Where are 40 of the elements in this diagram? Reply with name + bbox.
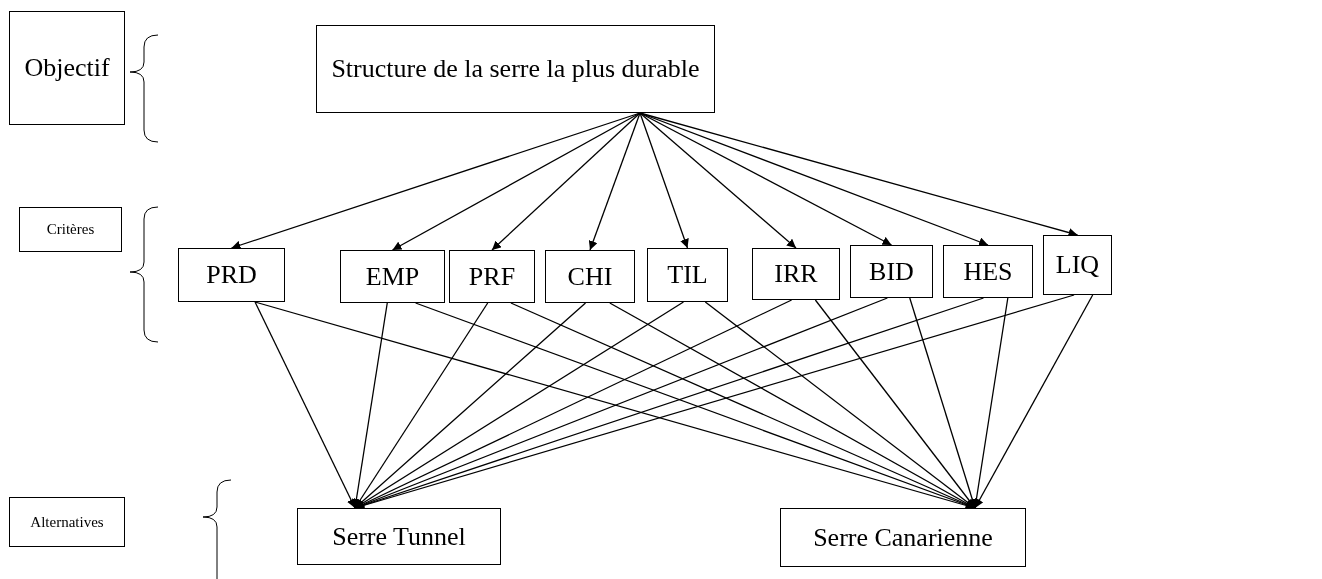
arrow	[588, 112, 641, 251]
box-label: HES	[963, 256, 1013, 287]
text-box	[850, 245, 933, 298]
arrow	[639, 112, 797, 249]
box-label: Objectif	[24, 53, 110, 83]
box-label: Critères	[46, 221, 95, 238]
box-label: BID	[869, 256, 914, 287]
box-label: LIQ	[1055, 250, 1100, 280]
box-label: PRD	[206, 260, 257, 290]
box-label: TIL	[667, 260, 708, 290]
arrow	[909, 297, 977, 509]
text-box	[19, 207, 122, 252]
text-box	[9, 497, 125, 547]
arrow	[971, 297, 1009, 509]
box-label: PRF	[468, 261, 516, 292]
text-box	[9, 11, 125, 125]
box-label: Alternatives	[30, 513, 104, 531]
text-box	[297, 508, 501, 565]
box-label: Serre Tunnel	[332, 521, 466, 552]
arrow	[639, 112, 893, 246]
box-label: IRR	[774, 259, 818, 289]
box-label: EMP	[365, 261, 420, 292]
text-box	[752, 248, 840, 300]
text-box	[545, 250, 635, 303]
text-box	[178, 248, 285, 302]
arrow	[254, 301, 356, 509]
box-label: Serre Canarienne	[813, 522, 993, 553]
box-label: Structure de la serre la plus durable	[331, 54, 700, 84]
arrow	[491, 112, 641, 251]
text-box	[316, 25, 715, 113]
text-box	[340, 250, 445, 303]
text-box	[943, 245, 1033, 298]
arrow	[351, 302, 388, 509]
arrow	[974, 294, 1094, 509]
text-box	[780, 508, 1026, 567]
text-box	[449, 250, 535, 303]
text-box	[647, 248, 728, 302]
text-box	[1043, 235, 1112, 295]
arrow	[639, 112, 689, 249]
box-label: CHI	[567, 261, 613, 292]
